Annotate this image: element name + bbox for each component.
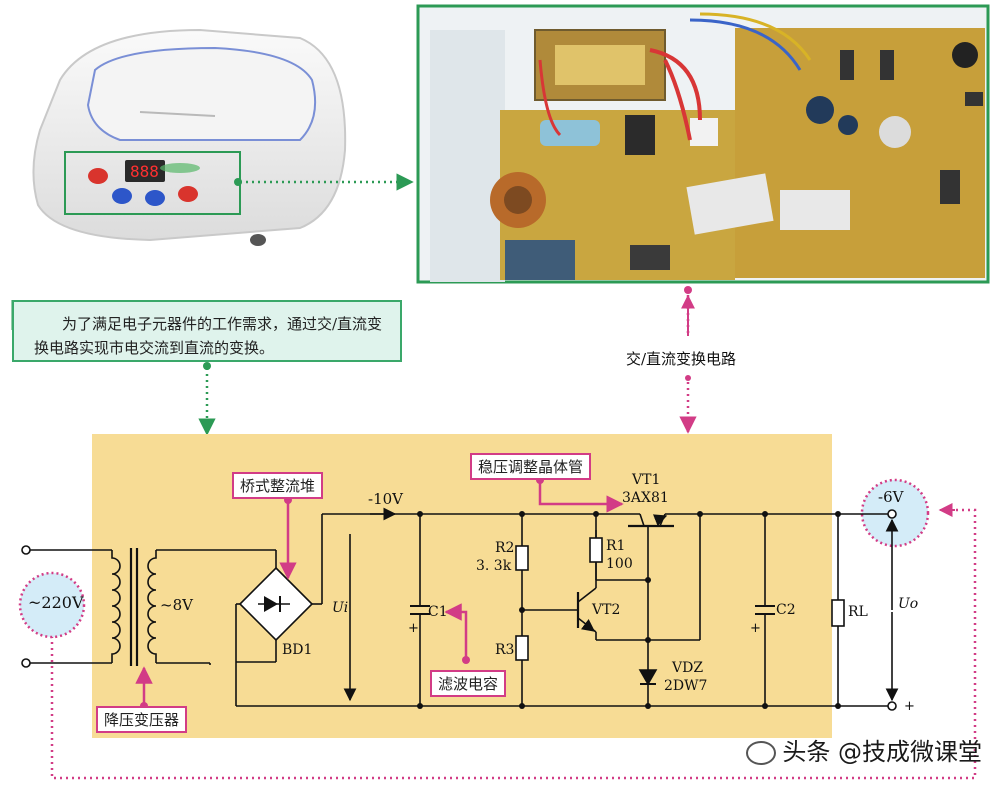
vt1-label: VT1 xyxy=(632,472,661,488)
input-voltage-label: ~220V xyxy=(28,593,84,612)
bd1-label: BD1 xyxy=(282,642,313,658)
bridge-diode-symbol xyxy=(258,596,290,612)
c2-plus-sign: + xyxy=(750,621,761,636)
r3-label: R3 xyxy=(495,642,515,658)
c1-label: C1 xyxy=(428,604,448,620)
svg-text:888: 888 xyxy=(130,162,159,181)
r1-value-label: 100 xyxy=(606,556,633,572)
callout-step-down-transformer: 降压变压器 xyxy=(96,706,188,733)
induction-cooker-image: 888 xyxy=(32,28,347,246)
vt2-label: VT2 xyxy=(592,602,621,618)
r2-label: R2 xyxy=(495,540,515,556)
uo-label: Uo xyxy=(898,596,919,612)
section-label: 交/直流变换电路 xyxy=(626,350,737,368)
description-note: 为了满足电子元器件的工作需求，通过交/直流变换电路实现市电交流到直流的变换。 xyxy=(12,300,402,362)
watermark: 头条 @技成微课堂 xyxy=(746,732,982,767)
wechat-icon xyxy=(746,741,777,765)
c1-plus-sign: + xyxy=(408,621,419,636)
callout-bridge-rectifier: 桥式整流堆 xyxy=(232,472,324,499)
vt1-model-label: 3AX81 xyxy=(622,490,669,506)
watermark-text: 头条 @技成微课堂 xyxy=(782,738,982,766)
c2-label: C2 xyxy=(776,602,796,618)
r1-label: R1 xyxy=(606,538,626,554)
rectified-voltage-label: -10V xyxy=(368,490,403,508)
ui-label: Ui xyxy=(332,600,349,616)
vdz-model-label: 2DW7 xyxy=(664,678,708,694)
output-plus-sign: + xyxy=(904,699,915,714)
input-voltage-bubble xyxy=(18,571,86,639)
pcb-board-image xyxy=(416,4,990,284)
feedback-dotted-line xyxy=(50,508,977,780)
r2-value-label: 3. 3k xyxy=(476,558,512,574)
vdz-label: VDZ xyxy=(672,660,704,676)
output-voltage-label: -6V xyxy=(878,488,904,506)
callout-filter-capacitor: 滤波电容 xyxy=(430,670,507,697)
rl-label: RL xyxy=(848,604,868,620)
secondary-voltage-label: ~8V xyxy=(160,596,193,614)
callout-regulator-transistor: 稳压调整晶体管 xyxy=(470,453,592,480)
